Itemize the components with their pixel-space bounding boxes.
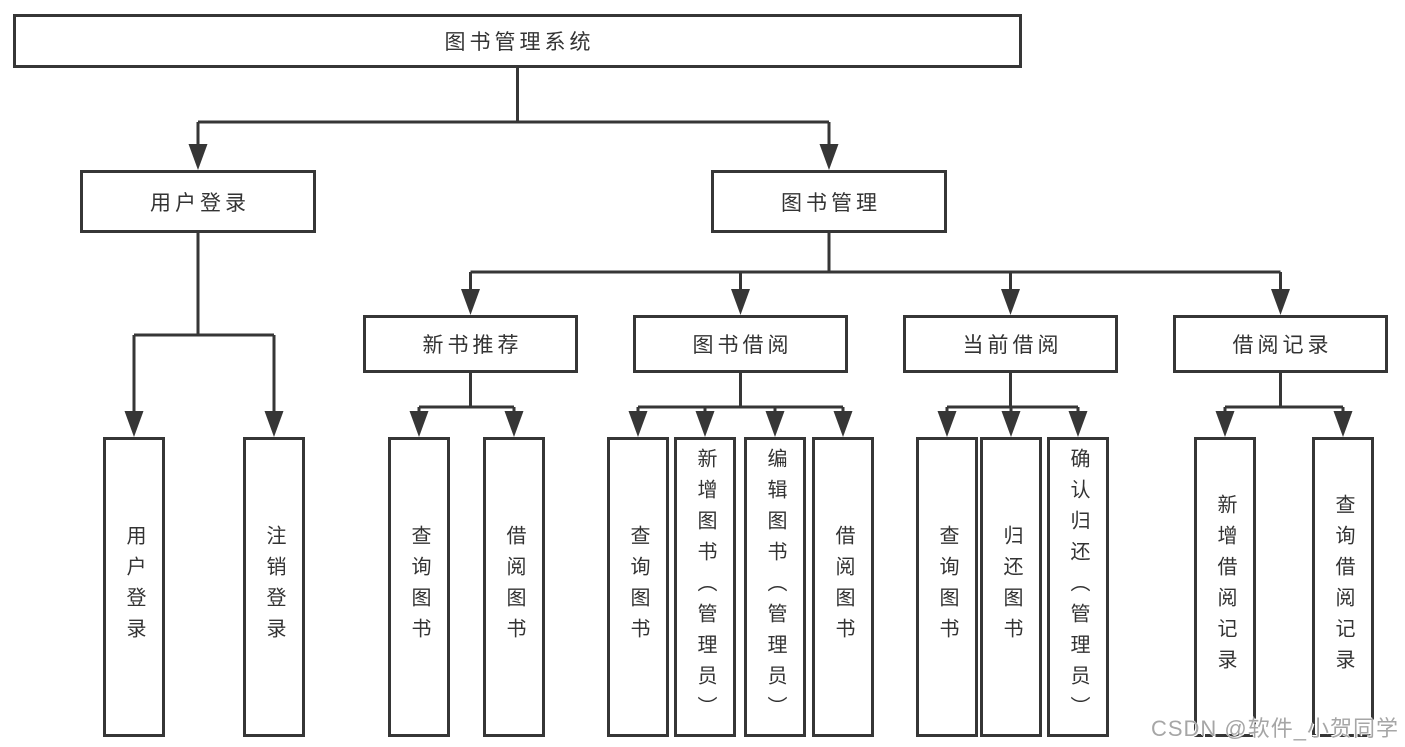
node-user-login: 用户登录 [80,170,316,233]
node-new-book-recommend: 新书推荐 [363,315,578,373]
leaf-query-books-3: 查询图书 [916,437,978,737]
node-borrow-record: 借阅记录 [1173,315,1388,373]
leaf-borrow-books-2: 借阅图书 [812,437,874,737]
leaf-query-books-2: 查询图书 [607,437,669,737]
leaf-add-book-admin: 新增图书（管理员） [674,437,736,737]
node-root-system: 图书管理系统 [13,14,1022,68]
leaf-borrow-books-1: 借阅图书 [483,437,545,737]
leaf-logout: 注销登录 [243,437,305,737]
arrowhead-icons [124,144,1353,437]
leaf-query-borrow-record: 查询借阅记录 [1312,437,1374,737]
leaf-query-books-1: 查询图书 [388,437,450,737]
leaf-confirm-return-admin: 确认归还（管理员） [1047,437,1109,737]
leaf-user-login: 用户登录 [103,437,165,737]
csdn-watermark: CSDN @软件_小贺同学 [1150,716,1399,741]
node-book-management: 图书管理 [711,170,947,233]
node-book-borrow: 图书借阅 [633,315,848,373]
leaf-return-books: 归还图书 [980,437,1042,737]
leaf-add-borrow-record: 新增借阅记录 [1194,437,1256,737]
leaf-edit-book-admin: 编辑图书（管理员） [744,437,806,737]
node-current-borrow: 当前借阅 [903,315,1118,373]
tree-connector-path [132,68,1345,413]
